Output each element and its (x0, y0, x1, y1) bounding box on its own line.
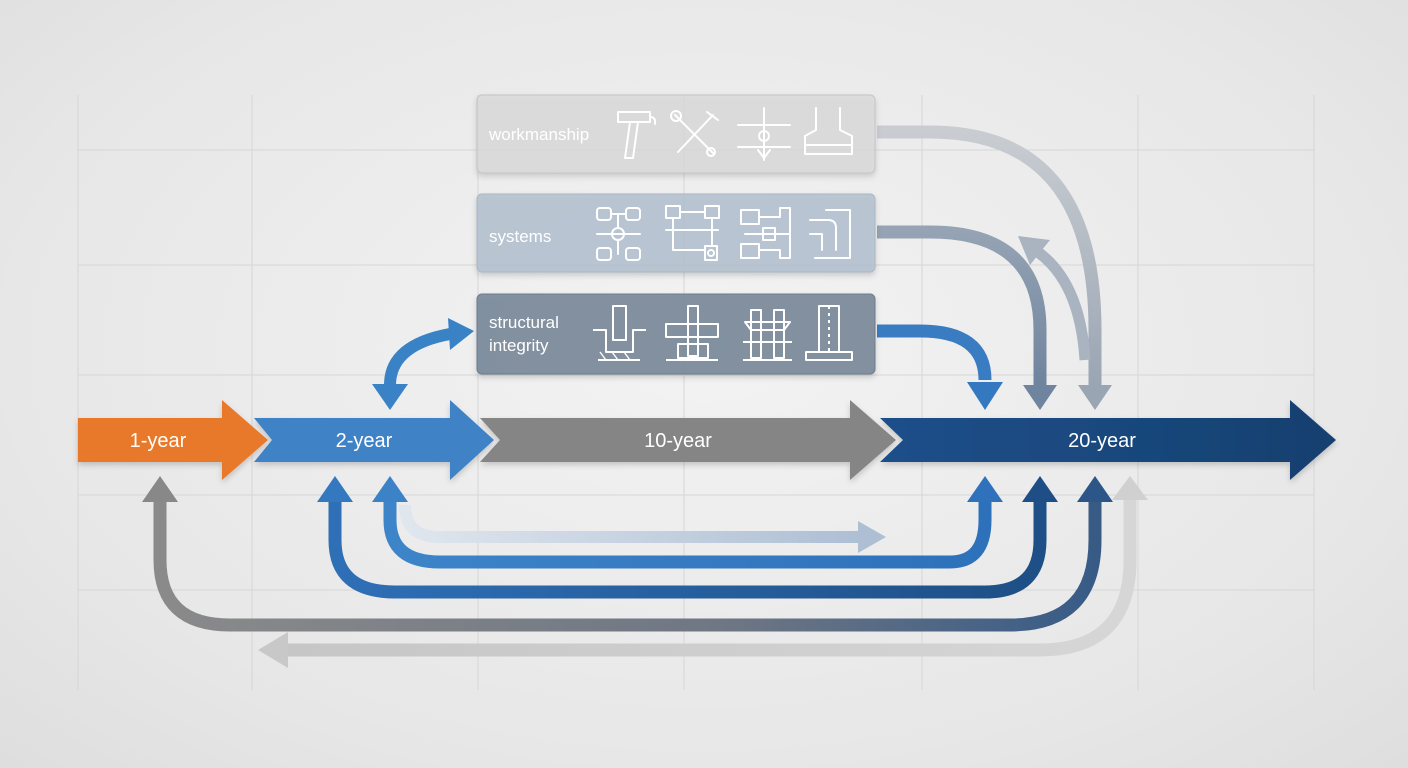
return-arc-20-to-2 (285, 500, 1137, 657)
lower-connectors (142, 476, 1148, 668)
panel-label-structural-line2: integrity (489, 336, 549, 355)
panel-systems: systems (476, 193, 876, 273)
arc-2-to-20-outer (328, 500, 1047, 599)
panel-label-structural: structural integrity (489, 313, 564, 355)
arc-2-to-10-faded (399, 504, 860, 543)
stage-arrow-20-year (880, 400, 1336, 480)
wrench-screwdriver-icon (670, 110, 719, 157)
category-panels: workmanship (476, 94, 876, 375)
timeline-labels: 1-year 2-year 10-year 20-year (130, 430, 1137, 452)
upper-connectors (372, 125, 1112, 410)
t-beam-icon (804, 107, 853, 155)
column-splice-icon (743, 309, 792, 361)
stage-label-10-year: 10-year (644, 430, 712, 452)
stage-label-20-year: 20-year (1068, 430, 1136, 452)
stage-arrow-2-year (254, 400, 494, 480)
beam-joint-icon (665, 305, 719, 361)
pipe-elbow-icon (809, 209, 851, 259)
panel-label-structural-line1: structural (489, 313, 559, 332)
return-arrowhead (258, 632, 288, 668)
stage-arrow-10-year (480, 400, 896, 480)
footing-icon (593, 305, 646, 361)
hvac-unit-icon (596, 207, 641, 261)
column-base-icon (805, 305, 853, 361)
circuit-diagram-icon (665, 205, 720, 261)
arc-workmanship-to-20 (877, 125, 1102, 385)
stage-label-1-year: 1-year (130, 430, 187, 452)
stage-label-2-year: 2-year (336, 430, 393, 452)
arc-systems-to-20 (877, 225, 1047, 385)
arc-1-to-20 (153, 500, 1102, 632)
panel-label-workmanship: workmanship (488, 125, 589, 144)
arc-structural-to-20 (877, 324, 992, 381)
arc-20-up (1031, 245, 1091, 361)
arc-2-to-structural (384, 328, 452, 386)
arc-2-to-20-inner (383, 500, 992, 569)
timeline (78, 400, 1336, 480)
panel-structural-integrity: structural integrity (476, 293, 876, 375)
panel-workmanship: workmanship (476, 94, 876, 174)
stage-arrow-1-year (78, 400, 268, 480)
panel-label-systems: systems (489, 227, 551, 246)
valve-icon (740, 207, 791, 259)
pipe-joint-icon (737, 107, 791, 161)
hammer-icon (617, 111, 657, 159)
